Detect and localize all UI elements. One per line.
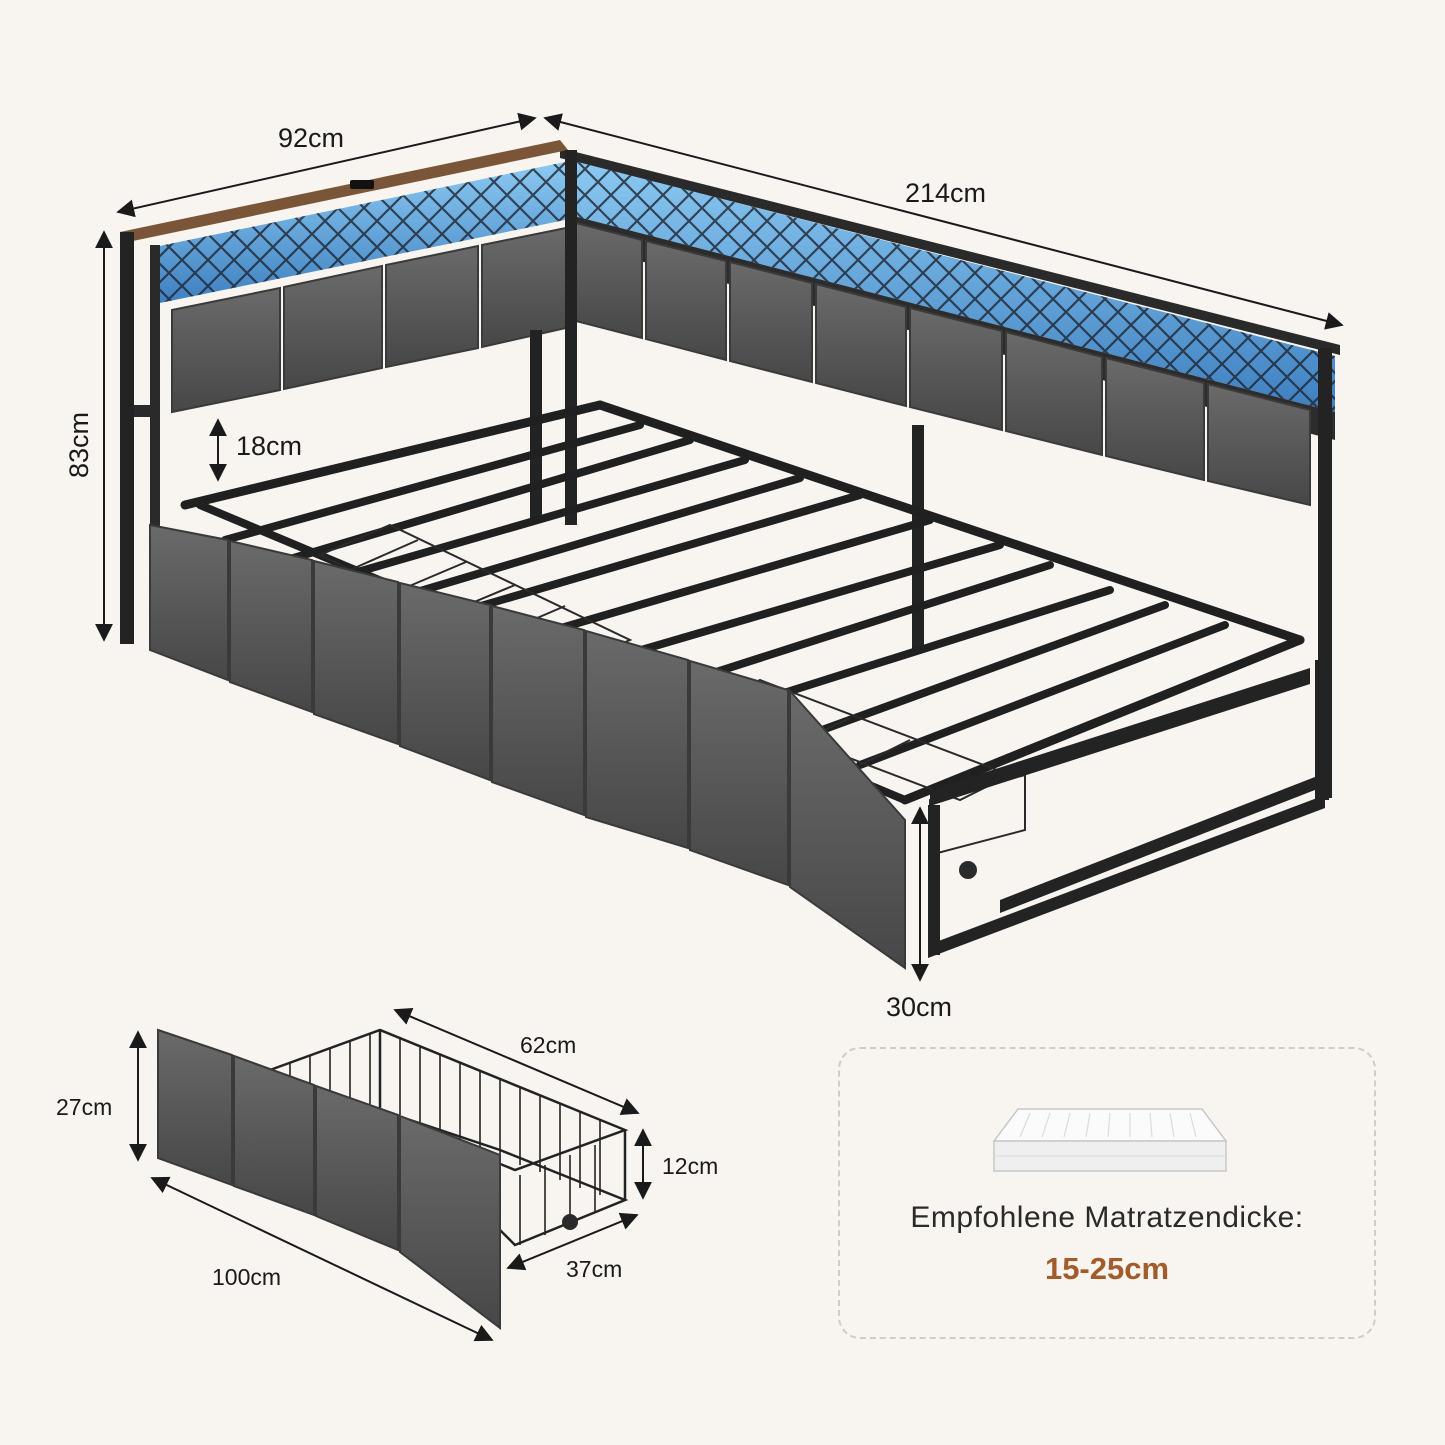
- mattress-thickness-value: 15-25cm: [1044, 1251, 1170, 1286]
- dim-under-bed-clearance: 30cm: [886, 992, 952, 1022]
- drawer-dimension-lines: [129, 1008, 652, 1342]
- mattress-icon: [992, 1108, 1228, 1172]
- front-right-frame: [928, 660, 1329, 958]
- usb-socket-icon: [350, 180, 374, 189]
- drawer-caster-icon: [562, 1214, 578, 1230]
- dim-bed-depth: 92cm: [278, 123, 344, 153]
- dim-bed-height: 83cm: [64, 412, 94, 478]
- mattress-thickness-label: Empfohlene Matratzendicke:: [910, 1201, 1304, 1234]
- caster-wheel-icon: [959, 861, 977, 879]
- dim-bed-length: 214cm: [905, 178, 986, 208]
- dim-drawer-basket-length: 62cm: [520, 1032, 576, 1058]
- dim-drawer-front-height: 27cm: [56, 1094, 112, 1120]
- dim-drawer-basket-height: 12cm: [662, 1153, 718, 1179]
- dim-drawer-depth: 37cm: [566, 1256, 622, 1282]
- front-upholstered-rail: [149, 523, 906, 970]
- dim-headboard-clearance: 18cm: [236, 431, 302, 461]
- dim-drawer-length: 100cm: [212, 1264, 281, 1290]
- bed-dimension-lines: [95, 112, 1344, 982]
- mattress-recommendation-box: Empfohlene Matratzendicke: 15-25cm: [838, 1047, 1376, 1339]
